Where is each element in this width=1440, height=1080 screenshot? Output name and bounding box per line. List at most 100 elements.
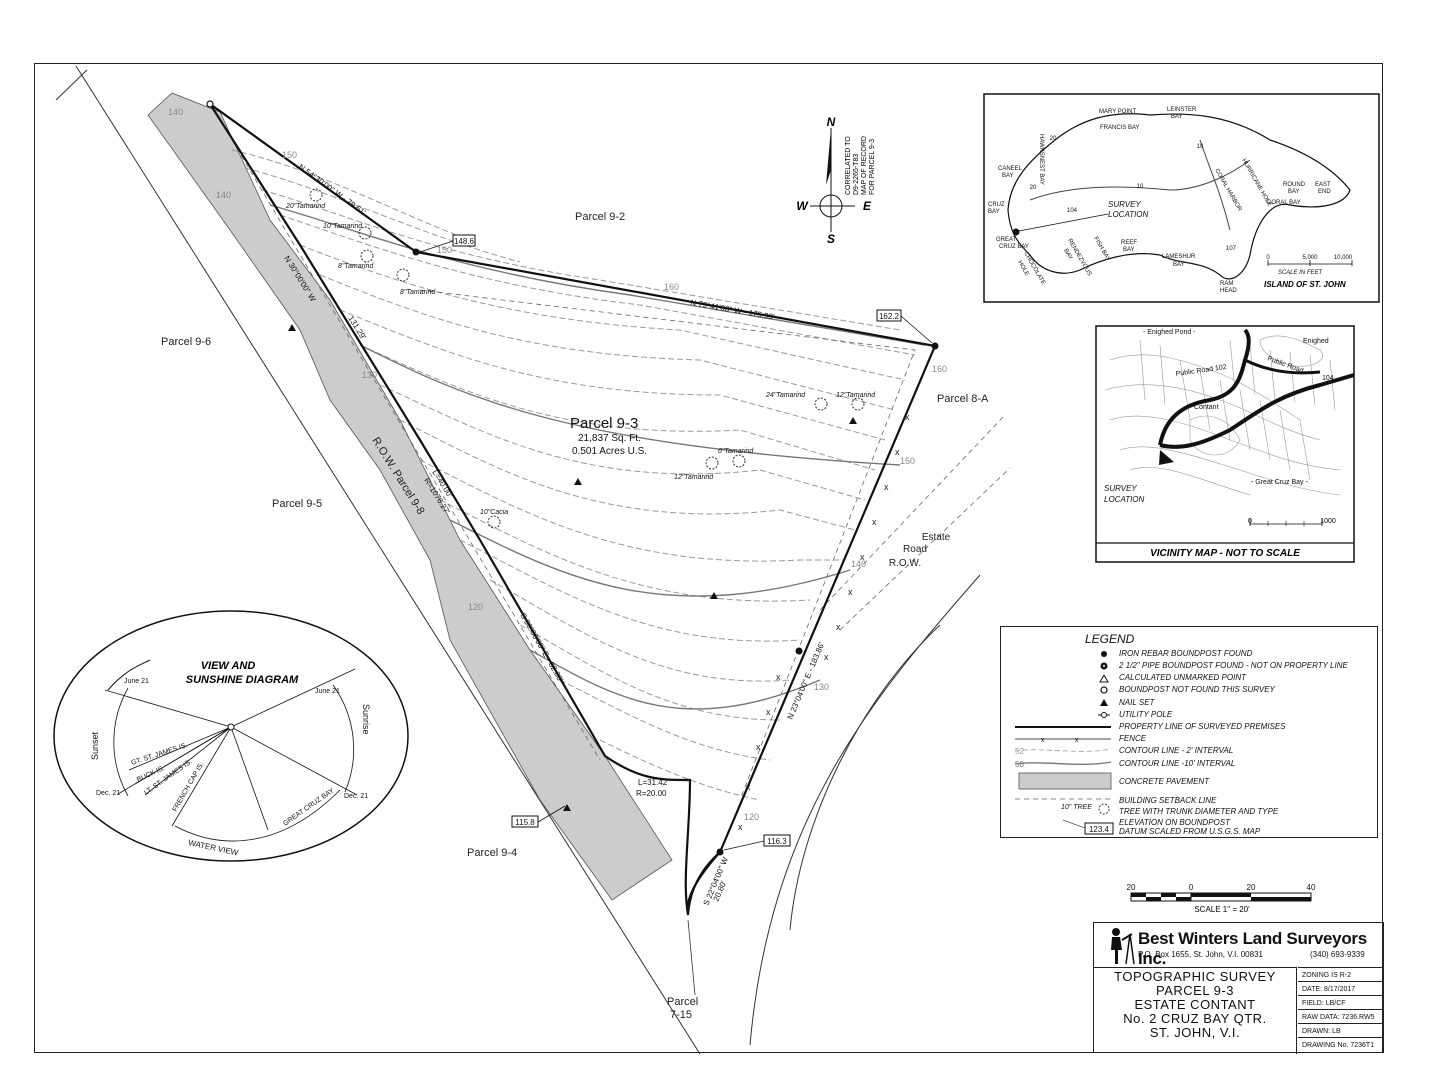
svg-text:MAP OF RECORD: MAP OF RECORD — [861, 136, 868, 195]
svg-text:R=20.00: R=20.00 — [636, 789, 667, 798]
svg-text:Parcel 9-2: Parcel 9-2 — [575, 211, 625, 223]
svg-text:Dec. 21: Dec. 21 — [96, 790, 120, 797]
svg-text:CORAL BAY: CORAL BAY — [1267, 200, 1301, 206]
svg-text:12"Tamarind: 12"Tamarind — [836, 392, 876, 399]
svg-text:VIEW AND: VIEW AND — [201, 660, 256, 672]
svg-text:EAST: EAST — [1315, 182, 1331, 188]
estate-road-edges — [749, 574, 981, 1046]
date-field: DATE: 8/17/2017 — [1298, 981, 1384, 996]
svg-text:x: x — [1075, 737, 1079, 744]
legend-item: PROPERTY LINE OF SURVEYED PREMISES — [1119, 722, 1286, 731]
svg-text:5,000: 5,000 — [1302, 255, 1318, 261]
svg-text:x: x — [884, 482, 889, 492]
svg-text:10"Tamarind: 10"Tamarind — [323, 223, 363, 230]
legend-item: CONCRETE PAVEMENT — [1119, 777, 1210, 786]
legend-item: UTILITY POLE — [1119, 710, 1173, 719]
svg-text:LEINSTER: LEINSTER — [1167, 107, 1197, 113]
svg-text:FOR PARCEL 9-3: FOR PARCEL 9-3 — [869, 139, 876, 195]
svg-text:24"Tamarind: 24"Tamarind — [765, 392, 806, 399]
svg-text:10,000: 10,000 — [1334, 255, 1353, 261]
svg-text:123.4: 123.4 — [1089, 825, 1110, 834]
svg-text:0: 0 — [1266, 255, 1270, 261]
svg-text:10: 10 — [1137, 184, 1144, 190]
survey-title-line: TOPOGRAPHIC SURVEY — [1114, 969, 1276, 984]
svg-text:140: 140 — [851, 559, 866, 569]
elevation-boxes — [452, 234, 902, 847]
elevation-labels: 148.6 162.2 115.8 116.3 — [454, 237, 900, 846]
svg-text:GT. ST. JAMES IS.: GT. ST. JAMES IS. — [130, 742, 188, 767]
svg-text:130: 130 — [362, 370, 377, 380]
drawing-frame — [34, 63, 1383, 1053]
svg-text:Parcel 9-5: Parcel 9-5 — [272, 498, 322, 510]
legend-item: 2 1/2" PIPE BOUNDPOST FOUND - NOT ON PRO… — [1119, 661, 1348, 670]
svg-text:ROUND: ROUND — [1283, 182, 1306, 188]
boundposts — [206, 100, 939, 856]
svg-text:x: x — [738, 822, 743, 832]
svg-text:R.O.W.: R.O.W. — [889, 558, 921, 569]
survey-title-line: ST. JOHN, V.I. — [1149, 1025, 1241, 1040]
svg-text:D9-2265-T83: D9-2265-T83 — [853, 154, 860, 195]
index-contours — [269, 204, 926, 710]
svg-text:June 21: June 21 — [124, 678, 149, 685]
svg-text:x: x — [848, 587, 853, 597]
svg-text:Sunrise: Sunrise — [361, 704, 371, 735]
raw-data-field: RAW DATA: 7236.RW5 — [1298, 1009, 1384, 1024]
vicinity-map: - Enighed Pond - Enighed Public Road 102… — [1095, 325, 1355, 563]
legend-item: IRON REBAR BOUNDPOST FOUND — [1119, 649, 1253, 658]
svg-text:10"Cacia: 10"Cacia — [480, 509, 508, 516]
company-phone: (340) 693-9339 — [1310, 950, 1365, 959]
parcel-labels: Parcel 9-2 Parcel 9-6 Parcel 9-5 Parcel … — [161, 211, 989, 1021]
svg-text:x: x — [746, 782, 751, 792]
svg-text:x: x — [756, 742, 761, 752]
svg-text:Sunset: Sunset — [90, 731, 100, 760]
parcel-area-sqft: 21,837 Sq. Ft. — [578, 433, 641, 444]
contour-lines — [231, 149, 916, 801]
svg-text:W: W — [796, 199, 809, 213]
svg-text:0: 0 — [1189, 883, 1194, 892]
setback-lines — [231, 139, 1011, 801]
row-pavement — [147, 92, 673, 901]
nail-set — [849, 417, 857, 424]
svg-text:FRANCIS BAY: FRANCIS BAY — [1100, 125, 1140, 131]
svg-text:BAY: BAY — [1173, 262, 1185, 268]
svg-text:20"Tamarind: 20"Tamarind — [285, 203, 326, 210]
survey-title-line: No. 2 CRUZ BAY QTR. — [1123, 1011, 1267, 1026]
svg-text:1000: 1000 — [1320, 518, 1336, 525]
svg-text:20: 20 — [1247, 883, 1256, 892]
zoning-field: ZONING IS R-2 — [1298, 967, 1384, 982]
svg-text:10: 10 — [1197, 144, 1204, 150]
legend-title: LEGEND — [1085, 632, 1135, 646]
nail-set — [288, 324, 296, 331]
svg-text:CORRELATED TO: CORRELATED TO — [845, 136, 852, 195]
svg-text:GREAT CRUZ BAY: GREAT CRUZ BAY — [282, 787, 336, 828]
svg-text:104: 104 — [1067, 208, 1078, 214]
svg-text:x: x — [860, 552, 865, 562]
svg-text:REEF: REEF — [1121, 240, 1137, 246]
parcel-leader — [687, 919, 696, 996]
svg-text:S: S — [827, 232, 835, 246]
north-arrow: N S W E CORRELATED TO D9-2265-T83 MAP OF… — [796, 115, 876, 246]
svg-text:x: x — [776, 672, 781, 682]
svg-text:107: 107 — [1226, 246, 1237, 252]
svg-text:12"Tamarind: 12"Tamarind — [674, 474, 714, 481]
svg-text:148.6: 148.6 — [454, 237, 475, 246]
legend-item: BUILDING SETBACK LINE — [1119, 796, 1217, 805]
svg-text:GREAT: GREAT — [996, 237, 1017, 243]
svg-text:160: 160 — [932, 364, 947, 374]
company-name: Best Winters Land Surveyors Inc. — [1138, 929, 1367, 968]
svg-text:- Great Cruz Bay -: - Great Cruz Bay - — [1251, 479, 1308, 486]
svg-text:L=31.42': L=31.42' — [638, 778, 669, 787]
svg-text:10" TREE: 10" TREE — [1061, 804, 1092, 811]
boundpost-not-found — [206, 100, 214, 108]
svg-text:Estate: Estate — [922, 532, 951, 543]
svg-text:CANEEL: CANEEL — [998, 166, 1023, 172]
svg-text:BAY: BAY — [1123, 247, 1135, 253]
svg-text:Parcel 9-6: Parcel 9-6 — [161, 336, 211, 348]
svg-text:LOCATION: LOCATION — [1104, 495, 1145, 504]
svg-text:SURVEY: SURVEY — [1104, 484, 1137, 493]
company-address: P.O. Box 1655, St. John, V.I. 00831 — [1138, 950, 1263, 959]
svg-text:104: 104 — [1322, 375, 1334, 382]
svg-text:120: 120 — [744, 812, 759, 822]
road-edge-line — [75, 65, 701, 1055]
